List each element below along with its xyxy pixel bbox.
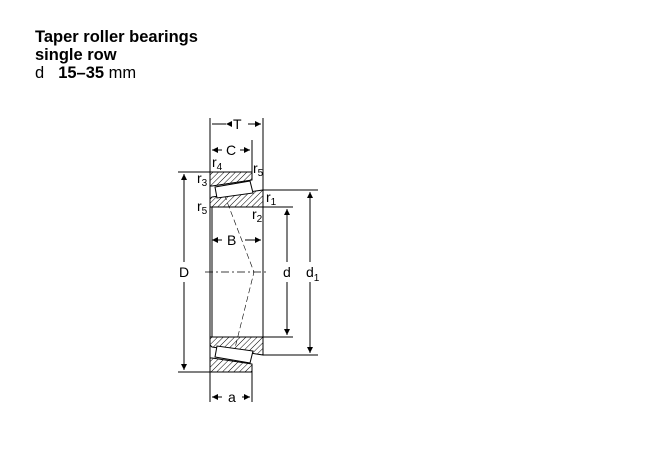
- label-r2: r2: [252, 206, 263, 225]
- extension-lines: [178, 118, 318, 402]
- label-B: B: [227, 232, 236, 248]
- dimension-range: d 15–35 mm: [35, 64, 136, 82]
- label-r1: r1: [266, 189, 277, 208]
- inner-ring-top: [209, 189, 264, 208]
- label-C: C: [226, 142, 236, 158]
- page-title: Taper roller bearings: [35, 28, 198, 46]
- dimension-lines: [181, 121, 313, 400]
- label-r5-top: r5: [253, 160, 264, 179]
- label-D: D: [179, 264, 189, 280]
- page-subtitle: single row: [35, 46, 117, 64]
- label-r3: r3: [197, 170, 208, 189]
- bearing-section-bottom: [209, 336, 264, 373]
- roller-bottom: [214, 345, 254, 364]
- outer-ring-bottom: [209, 357, 253, 373]
- dimension-symbol: d: [35, 64, 45, 82]
- dimension-unit: mm: [108, 64, 137, 82]
- roller-top: [214, 180, 254, 199]
- label-r4: r4: [212, 154, 223, 173]
- label-a: a: [228, 389, 236, 405]
- label-T: T: [233, 116, 242, 132]
- label-d1: d1: [306, 264, 320, 284]
- label-d: d: [283, 264, 291, 280]
- outer-ring-top: [209, 171, 253, 187]
- label-r5-side: r5: [197, 198, 208, 217]
- dimension-range-value: 15–35: [58, 64, 105, 82]
- pressure-line: [220, 185, 255, 361]
- bearing-section-top: [209, 171, 264, 208]
